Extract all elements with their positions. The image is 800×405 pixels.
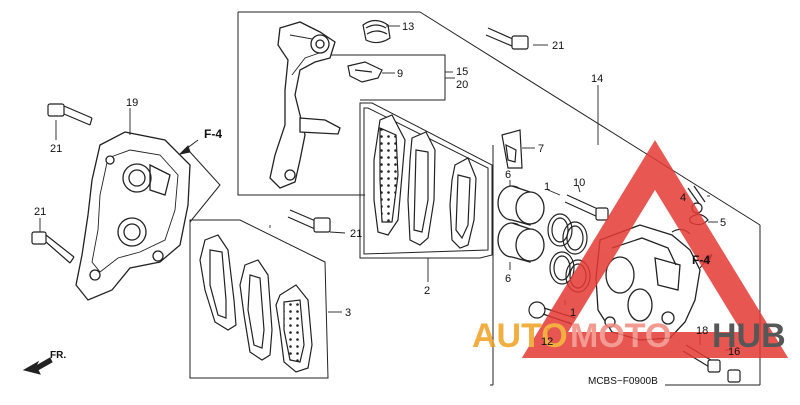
- label-f4-right: F-4: [692, 253, 710, 267]
- plug-16: [727, 369, 741, 383]
- pad-set-box-lower: [189, 219, 329, 379]
- pad-spring-9: [347, 61, 383, 83]
- reference-labels: F-4 F-4: [204, 127, 710, 267]
- watermark-moto: MOTO: [570, 317, 671, 355]
- bolt-21-upper-left: [47, 103, 93, 126]
- boot-13: [362, 19, 391, 44]
- caliper-assembly-frame: [237, 11, 761, 386]
- label-part-7: 7: [538, 143, 544, 155]
- brake-pad-lower-1: [199, 234, 237, 331]
- label-part-4: 4: [680, 192, 686, 204]
- label-part-10: 10: [573, 177, 585, 189]
- pad-set-box-upper: [359, 102, 493, 259]
- label-part-14: 14: [591, 73, 603, 85]
- part-labels: 19 21 21 21 21 13 9 15 20 14 7 6 6 1 1 1…: [34, 21, 740, 358]
- brake-pad-upper-3: [449, 157, 477, 249]
- watermark-auto: AUTO: [472, 317, 568, 355]
- brake-pad-upper-2: [407, 131, 436, 246]
- brake-pad-lower-3: [275, 284, 313, 373]
- label-part-6-b: 6: [505, 273, 511, 285]
- piston-seals-upper: [547, 213, 588, 255]
- label-part-21-b: 21: [34, 206, 46, 218]
- diagram-code: MCBS−F0900B: [588, 376, 658, 387]
- leader-lines: [39, 25, 730, 351]
- label-part-13: 13: [402, 21, 414, 33]
- label-part-1-b: 1: [570, 307, 576, 319]
- label-part-21-a: 21: [50, 143, 62, 155]
- brake-pad-upper-1: [373, 114, 406, 236]
- piston-6-upper: [497, 185, 545, 226]
- watermark-triangle: [521, 140, 789, 358]
- label-part-12: 12: [541, 336, 553, 348]
- bolt-21-center: [287, 209, 331, 233]
- label-front-direction: FR.: [50, 350, 66, 361]
- label-part-20: 20: [456, 79, 468, 91]
- caliper-bracket: [75, 131, 191, 301]
- bolt-21-upper-right: [485, 27, 529, 50]
- piston-6-lower: [497, 222, 545, 263]
- label-part-5: 5: [720, 217, 726, 229]
- brake-pad-lower-2: [239, 259, 273, 361]
- watermark-hub: HUB: [712, 317, 786, 355]
- watermark: AUTO MOTO HUB: [472, 140, 789, 358]
- caliper-body: [595, 224, 701, 341]
- bracket-box: [330, 54, 446, 101]
- label-part-6-a: 6: [505, 169, 511, 181]
- caliper-support-bracket: [269, 21, 341, 189]
- f4-arrow-left: [178, 139, 221, 223]
- label-part-15: 15: [456, 66, 468, 78]
- label-f4-left: F-4: [204, 127, 222, 141]
- label-part-21-d: 21: [552, 40, 564, 52]
- bolt-21-lower-left: [31, 231, 75, 264]
- pin-10: [564, 194, 609, 221]
- label-part-16: 16: [728, 346, 740, 358]
- label-part-9: 9: [397, 68, 403, 80]
- label-part-2: 2: [424, 285, 430, 297]
- label-part-18: 18: [696, 325, 708, 337]
- front-direction-arrow: [22, 357, 53, 375]
- label-part-1-a: 1: [544, 181, 550, 193]
- label-part-21-c: 21: [350, 228, 362, 240]
- pad-clip-7: [501, 129, 523, 169]
- label-part-3: 3: [345, 307, 351, 319]
- label-part-19: 19: [126, 97, 138, 109]
